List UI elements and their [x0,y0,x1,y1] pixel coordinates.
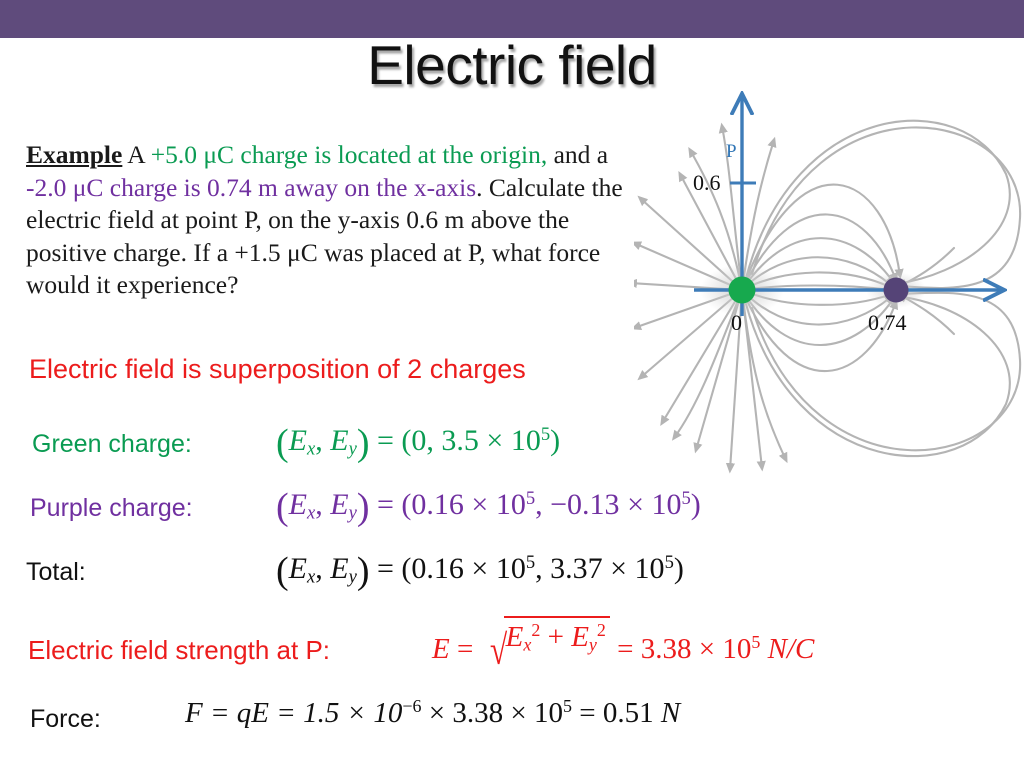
force-exponent-b: 5 [562,696,572,716]
origin-label: 0 [731,310,742,335]
field-strength-units: N/C [767,633,815,665]
purple-ex-value: 0.16 [411,488,464,521]
plus-operator: + [547,621,564,653]
total-label: Total: [26,558,86,586]
force-expression-a: F = qE = 1.5 × 10 [185,696,403,729]
example-purple-clause: -2.0 μC charge is 0.74 m away on the x-a… [26,172,477,202]
square-root-expression: √ Ex2 + Ey2 [481,616,610,675]
green-charge-equation: (Ex, Ey) = (0, 3.5 × 105) [276,422,561,464]
force-label: Force: [30,705,101,733]
example-lead-label: Example [26,140,123,169]
purple-charge-label: Purple charge: [30,494,193,522]
purple-ex-exponent: 5 [525,487,536,509]
example-text-part2: and a [553,140,609,169]
top-accent-band [0,0,1024,38]
negative-charge-marker [883,277,909,303]
force-expression-c: = 0.51 [571,696,661,729]
purple-ey-exponent: 5 [681,487,691,509]
electric-field-diagram [634,78,1024,508]
green-charge-label: Green charge: [32,430,192,458]
example-text-part3: . Calculate the electric field at point … [26,172,623,300]
force-exponent-a: −6 [402,696,422,716]
point-p-label: P [726,141,737,162]
radical-sign-icon: √ [489,628,507,674]
field-strength-equation: E = √ Ex2 + Ey2 = 3.38 × 105 N/C [432,616,815,675]
field-strength-result-exponent: 5 [751,632,761,653]
example-paragraph: Example A +5.0 μC charge is located at t… [26,139,646,302]
positive-charge-marker [728,276,756,304]
example-text-part1: A [122,140,151,169]
total-equation: (Ex, Ey) = (0.16 × 105, 3.37 × 105) [276,550,684,592]
green-value-exponent: 5 [540,423,551,445]
purple-charge-equation: (Ex, Ey) = (0.16 × 105, −0.13 × 105) [276,486,701,528]
total-ey-value: 3.37 [550,552,603,585]
force-equation: F = qE = 1.5 × 10−6 × 3.38 × 105 = 0.51 … [185,696,680,730]
y-tick-label: 0.6 [693,170,721,195]
field-strength-label: Electric field strength at P: [28,635,331,665]
example-green-clause: +5.0 μC charge is located at the origin, [150,140,548,169]
ey-squared-exponent: 2 [596,620,606,641]
x-tick-label: 0.74 [868,310,907,335]
page-title: Electric field [367,34,657,96]
total-ey-exponent: 5 [664,551,674,573]
force-expression-b: × 3.38 × 10 [421,696,563,729]
total-ex-value: 0.16 [411,552,464,585]
green-value-open: (0, 3.5 × 10 [401,424,541,457]
green-value-close: ) [550,424,561,457]
force-units: N [660,696,681,729]
field-strength-result: = 3.38 × 10 [617,633,752,665]
total-ex-exponent: 5 [525,551,536,573]
superposition-statement: Electric field is superposition of 2 cha… [29,354,526,384]
field-line-group [634,119,1022,474]
ex-squared-exponent: 2 [531,620,541,641]
purple-ey-value: −0.13 [550,488,620,521]
